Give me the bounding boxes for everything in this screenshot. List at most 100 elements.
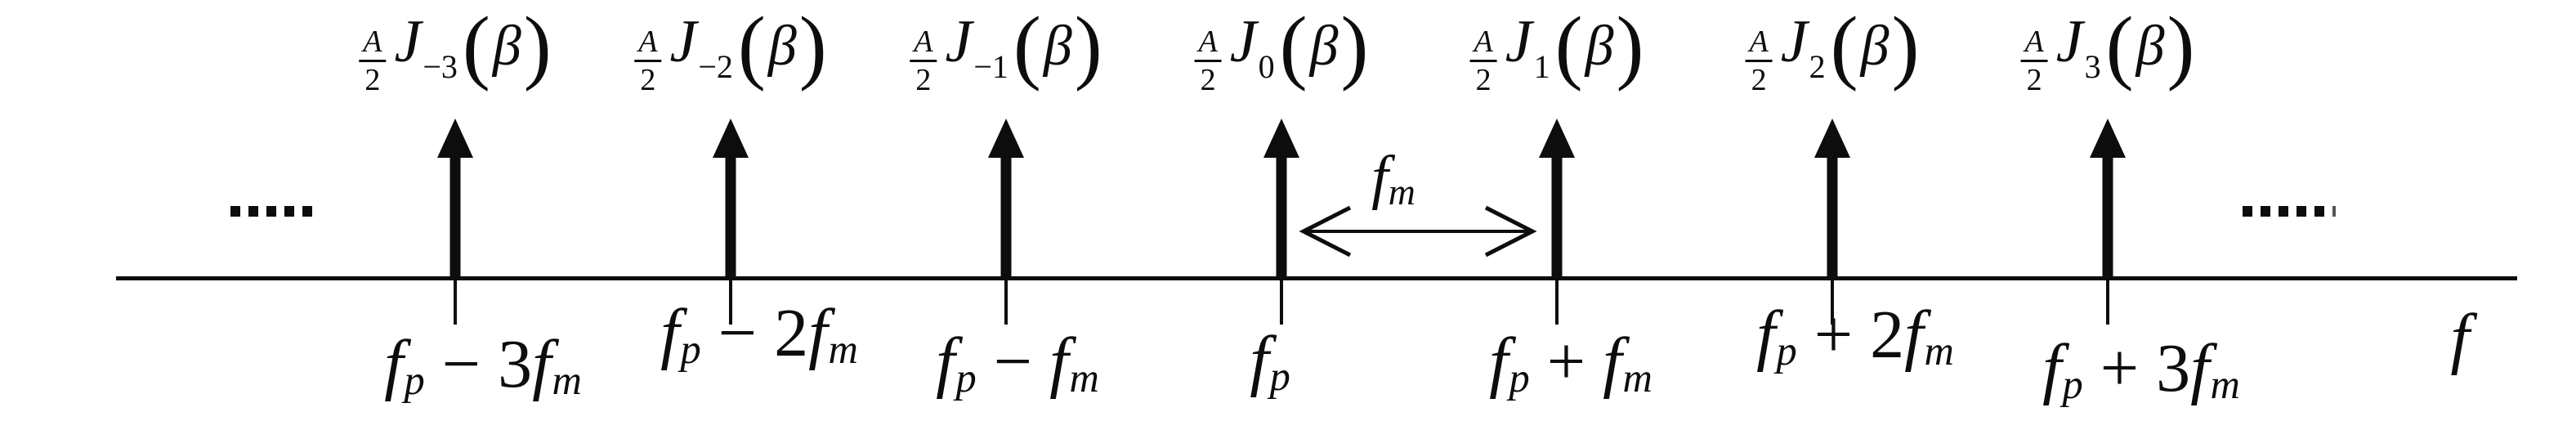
continuation-dash (266, 206, 276, 217)
frequency-label-segment: fp (660, 295, 701, 373)
arrow-shaft (449, 151, 461, 278)
frequency-label-segment: − (976, 324, 1050, 400)
frequency-label-subscript: m (828, 326, 858, 373)
frequency-label-segment: fp (936, 324, 977, 401)
axis-tick (2106, 278, 2109, 325)
amplitude-label: A 2 J −3 ( β ) (359, 5, 552, 100)
paren-close: ) (523, 0, 552, 92)
paren-open: ( (737, 0, 766, 92)
paren-close: ) (1891, 0, 1920, 92)
frequency-label-subscript: p (955, 355, 977, 401)
continuation-dash (230, 206, 240, 217)
paren-close: ) (1616, 0, 1644, 92)
frequency-label-segment: fm (532, 326, 582, 404)
amplitude-fraction: A 2 (2020, 26, 2048, 97)
paren-open: ( (1830, 0, 1858, 92)
impulse-arrow (1539, 119, 1575, 278)
bessel-order-subscript: 1 (1533, 48, 1550, 85)
paren-close: ) (798, 0, 827, 92)
beta-argument: β (2135, 15, 2165, 78)
impulse-arrow (1263, 119, 1299, 278)
fraction-denominator: 2 (1751, 63, 1767, 97)
bessel-order-subscript: −3 (423, 48, 458, 85)
continuation-dash (2261, 206, 2270, 217)
amplitude-fraction: A 2 (634, 26, 662, 97)
fraction-numerator: A (359, 26, 387, 62)
frequency-label: fp − fm (936, 328, 1099, 399)
bessel-symbol: J (669, 8, 697, 75)
continuation-dash (2243, 206, 2252, 217)
amplitude-label: A 2 J 1 ( β ) (1469, 5, 1644, 100)
impulse-arrow (988, 119, 1024, 278)
paren-close: ) (1074, 0, 1102, 92)
fraction-denominator: 2 (915, 63, 932, 97)
frequency-label-segment: + (1529, 324, 1603, 400)
axis-tick (1004, 278, 1008, 325)
axis-tick (1280, 278, 1283, 325)
frequency-label-segment: fm (1603, 324, 1652, 401)
frequency-label-segment: fm (808, 295, 858, 373)
fraction-denominator: 2 (364, 63, 381, 97)
amplitude-label: A 2 J 2 ( β ) (1745, 5, 1919, 100)
axis-tick (1831, 278, 1834, 325)
axis-tick (729, 278, 732, 325)
bessel-symbol: J (1505, 8, 1532, 75)
frequency-label-segment: fm (1904, 297, 1954, 374)
continuation-dash (284, 206, 294, 217)
continuation-dash (248, 206, 258, 217)
continuation-dash (2279, 206, 2288, 217)
frequency-label-segment: fp (1489, 324, 1530, 401)
fraction-denominator: 2 (640, 63, 656, 97)
paren-open: ( (1554, 0, 1583, 92)
frequency-label-segment: fp (384, 326, 425, 404)
axis-label-f: f (2450, 300, 2470, 376)
frequency-label: fp − 2fm (660, 299, 858, 370)
axis-tick (1555, 278, 1559, 325)
arrow-shaft (1276, 151, 1287, 278)
frequency-label: fp (1250, 326, 1290, 397)
frequency-label: fp + 3fm (2042, 334, 2240, 405)
paren-close: ) (2167, 0, 2195, 92)
frequency-label-subscript: p (1776, 328, 1797, 374)
beta-argument: β (1309, 15, 1339, 78)
fm-spacing-label: fm (1371, 144, 1415, 211)
impulse-arrow (713, 119, 749, 278)
beta-argument: β (1043, 15, 1072, 78)
continuation-dash (302, 206, 312, 217)
bessel-order-subscript: −2 (698, 48, 733, 85)
fraction-numerator: A (634, 26, 662, 62)
frequency-label: fp + fm (1489, 328, 1652, 399)
fraction-numerator: A (910, 26, 937, 62)
fraction-numerator: A (1745, 26, 1773, 62)
fraction-numerator: A (2020, 26, 2048, 62)
amplitude-fraction: A 2 (910, 26, 937, 96)
beta-argument: β (1860, 15, 1890, 78)
frequency-label-subscript: m (2210, 361, 2240, 408)
bessel-order-subscript: 0 (1258, 48, 1275, 85)
bessel-order-subscript: −1 (973, 48, 1008, 85)
frequency-label-segment: − 3 (424, 326, 533, 402)
frequency-label-subscript: m (1069, 355, 1099, 401)
fm-spacing-double-arrow-icon (1299, 205, 1537, 258)
paren-close: ) (1340, 0, 1369, 92)
bessel-order-subscript: 2 (1809, 48, 1826, 85)
frequency-label-subscript: m (1622, 355, 1652, 401)
frequency-label-subscript: p (680, 326, 701, 373)
fm-label-subscript: m (1388, 171, 1415, 213)
fm-label-base: f (1371, 144, 1389, 211)
fraction-denominator: 2 (2026, 63, 2042, 97)
bessel-order-subscript: 3 (2084, 48, 2101, 85)
frequency-label-subscript: p (1509, 355, 1530, 401)
frequency-label-subscript: m (552, 357, 582, 404)
axis-tick (454, 278, 457, 325)
frequency-label: fp − 3fm (384, 330, 582, 401)
frequency-label-subscript: m (1924, 328, 1954, 374)
amplitude-label: A 2 J −2 ( β ) (634, 5, 827, 100)
impulse-arrow (437, 119, 473, 278)
fraction-denominator: 2 (1475, 63, 1491, 97)
frequency-label-segment: fm (2190, 330, 2240, 408)
amplitude-label: A 2 J 3 ( β ) (2020, 5, 2194, 100)
arrow-shaft (1551, 151, 1563, 278)
frequency-label-segment: fm (1049, 324, 1099, 401)
